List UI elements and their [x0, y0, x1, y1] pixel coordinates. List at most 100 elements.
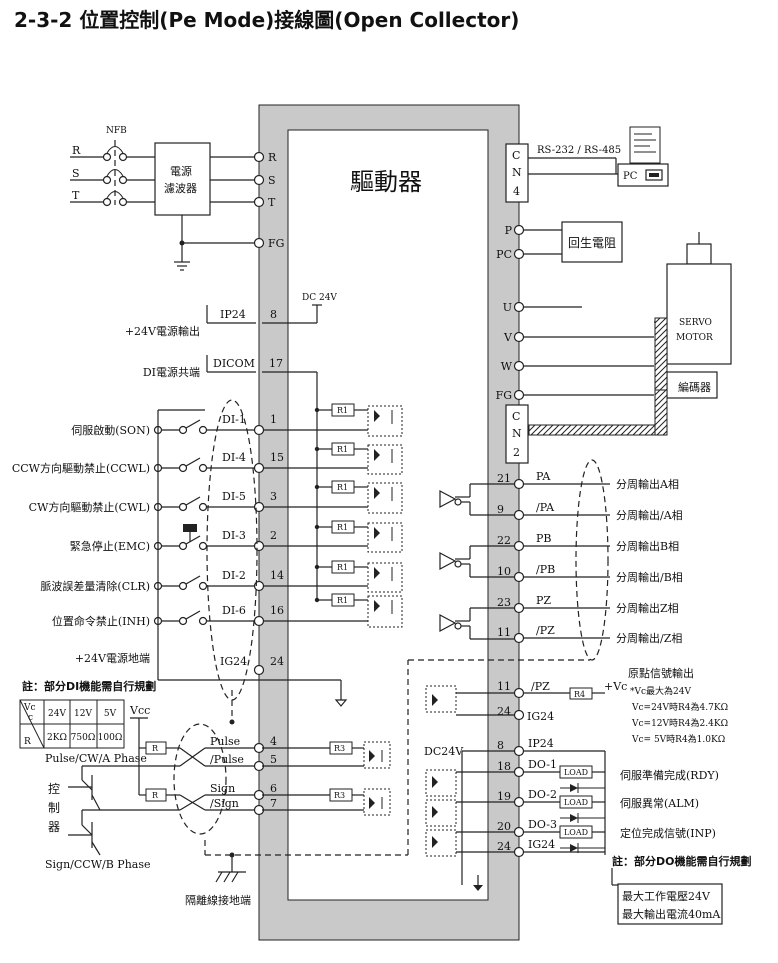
- dc24v-top-label: DC 24V: [302, 293, 337, 303]
- do-name-1: DO-1: [528, 758, 557, 771]
- vcc-table-vc-sub: c: [28, 713, 33, 723]
- origin-note-2: Vc=24V時R4為4.7KΩ: [631, 701, 728, 713]
- pc-document-icon: [629, 126, 661, 164]
- terminal-di-0: [253, 424, 265, 436]
- shield-ground-label: 隔離線接地端: [185, 893, 251, 907]
- motor-terminal-label-3: FG: [496, 389, 512, 402]
- di-name-0: DI-1: [222, 413, 246, 426]
- terminal-di-2: [253, 501, 265, 513]
- terminal-enc-5: [513, 632, 525, 644]
- enc-desc-1: 分周輸出/A相: [616, 508, 683, 522]
- terminal-do-0: [513, 745, 525, 757]
- vcc-resistance-1: 750Ω: [71, 733, 96, 743]
- ig24-left-name: IG24: [220, 655, 247, 668]
- origin-name-ig: IG24: [527, 710, 554, 723]
- vcc-voltage-2: 5V: [104, 709, 117, 719]
- r1-label-3: R1: [337, 523, 348, 532]
- enc-name-4: PZ: [536, 594, 551, 607]
- terminal-regen-0: [513, 224, 525, 236]
- r3-label-2: R3: [334, 791, 345, 800]
- vcc-resistance-2: 100Ω: [98, 733, 123, 743]
- di-pin-0: 1: [270, 413, 277, 426]
- driver-label: 驅動器: [350, 168, 422, 196]
- filter-label-2: 濾波器: [164, 181, 197, 195]
- cn2-n: N: [512, 427, 522, 440]
- enc-name-5: /PZ: [536, 624, 555, 637]
- enc-name-1: /PA: [536, 501, 555, 514]
- di-pin-1: 15: [270, 451, 284, 464]
- di-pin-4: 14: [270, 569, 284, 582]
- power-terminal-label-0: R: [268, 151, 277, 164]
- encoder-output-row: 11/PZ 分周輸出/Z相: [497, 624, 682, 645]
- regen-terminal-label-1: PC: [496, 248, 512, 261]
- origin-name-pz: /PZ: [531, 680, 550, 693]
- pulse-pin-2: 6: [270, 782, 277, 795]
- terminal-enc-1: [513, 509, 525, 521]
- terminal-origin-ig: [513, 709, 525, 721]
- di-desc-3: 緊急停止(EMC): [70, 539, 150, 553]
- do-name-3: DO-3: [528, 818, 557, 831]
- r1-label-4: R1: [337, 563, 348, 572]
- terminal-enc-2: [513, 540, 525, 552]
- do-wiring: [425, 750, 723, 925]
- di-name-2: DI-5: [222, 490, 246, 503]
- pulse-pin-0: 4: [270, 735, 277, 748]
- do-pin-0: 8: [497, 739, 504, 752]
- motor-terminal-label-2: W: [501, 360, 513, 373]
- power-terminal-label-1: S: [268, 174, 276, 187]
- phase-label-0: R: [72, 144, 81, 157]
- dc24v-do-label: DC24V: [424, 745, 464, 758]
- power-input: NFB RST 電源 濾波器: [70, 126, 256, 271]
- terminal-power-1: [253, 174, 265, 186]
- r1-label-0: R1: [337, 406, 348, 415]
- power-terminal-label-2: T: [268, 196, 276, 209]
- do-pin-4: 24: [497, 840, 511, 853]
- r-small-2: R: [152, 791, 159, 800]
- pulse-phase-label: Pulse/CW/A Phase: [45, 752, 147, 765]
- enc-pin-5: 11: [497, 626, 511, 639]
- terminal-motor-0: [513, 301, 525, 313]
- enc-name-2: PB: [536, 532, 552, 545]
- dicom-name: DICOM: [213, 357, 255, 370]
- regen-label: 回生電阻: [568, 236, 616, 250]
- vcc-table-vc: Vc: [23, 703, 36, 713]
- pulse-controller-wiring: [68, 717, 180, 856]
- note-do: 註：部分DO機能需自行規劃: [612, 854, 751, 868]
- terminal-di-3: [253, 540, 265, 552]
- nfb-label: NFB: [106, 126, 127, 136]
- motor-terminal-label-0: U: [503, 301, 512, 314]
- terminal-enc-4: [513, 602, 525, 614]
- origin-pin-ig: 24: [497, 705, 511, 718]
- di-name-4: DI-2: [222, 569, 246, 582]
- r4-label: R4: [574, 690, 585, 699]
- cn2-connector: C N 2: [505, 404, 529, 464]
- vcc-voltage-1: 12V: [74, 709, 92, 719]
- terminal-enc-3: [513, 571, 525, 583]
- ip24-desc: +24V電源輸出: [125, 324, 200, 338]
- di-pin-2: 3: [270, 490, 277, 503]
- terminal-origin-pz: [513, 687, 525, 699]
- origin-wiring: [425, 685, 605, 716]
- terminal-do-3: [513, 826, 525, 838]
- di-name-5: DI-6: [222, 604, 246, 617]
- page-title: 2-3-2 位置控制(Pe Mode)接線圖(Open Collector): [14, 8, 520, 32]
- vcc-voltage-0: 24V: [48, 709, 66, 719]
- motor-terminal-label-1: V: [503, 331, 513, 344]
- pulse-name-2: Sign: [210, 782, 235, 795]
- ip24-name: IP24: [220, 308, 246, 321]
- phase-label-2: T: [72, 189, 80, 202]
- control-char-2: 制: [48, 801, 60, 815]
- pulse-pin-1: 5: [270, 753, 277, 766]
- r1-label-5: R1: [337, 596, 348, 605]
- enc-pin-2: 22: [497, 534, 511, 547]
- enc-desc-5: 分周輸出/Z相: [616, 631, 682, 645]
- load-label-2: LOAD: [564, 828, 588, 837]
- terminal-di-1: [253, 462, 265, 474]
- r3-label-1: R3: [334, 744, 345, 753]
